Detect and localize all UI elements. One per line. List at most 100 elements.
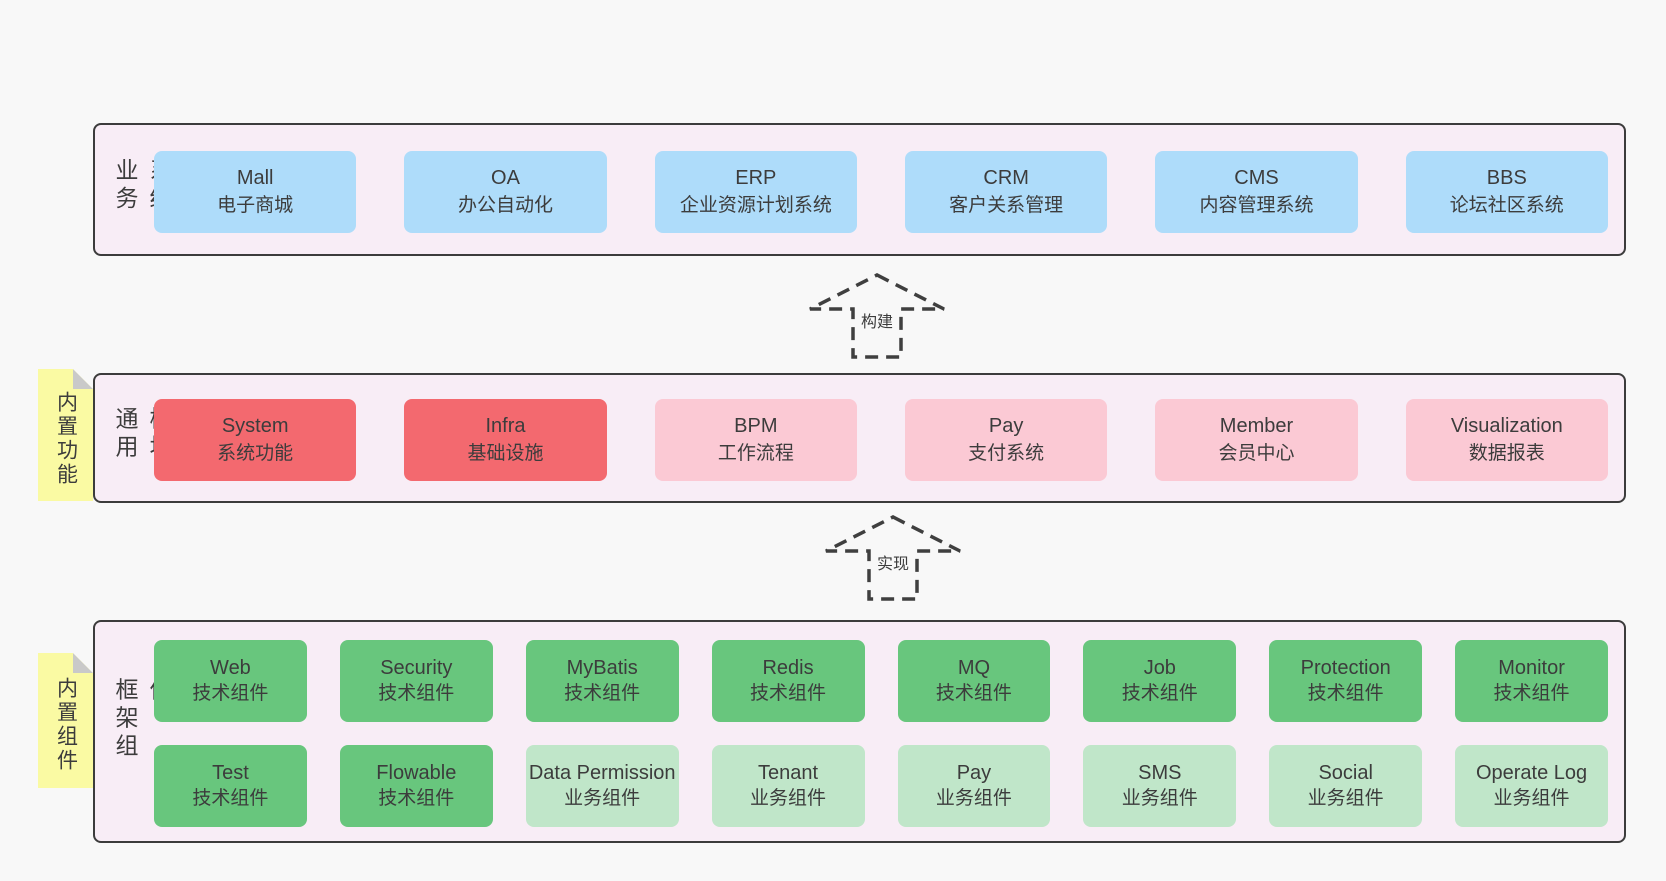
box-subtitle: 业务组件 (935, 788, 1012, 809)
box-subtitle: 系统功能 (217, 443, 294, 464)
box-title: MQ (957, 657, 991, 679)
box-title: Web (210, 657, 251, 679)
box-tenant: Tenant 业务组件 (711, 745, 865, 827)
box-subtitle: 技术组件 (192, 788, 269, 809)
box-pay: Pay 支付系统 (904, 399, 1108, 481)
box-subtitle: 内容管理系统 (1199, 195, 1314, 216)
box-row: System 系统功能 Infra 基础设施 BPM 工作流程 Pay 支付系统 Member 会… (154, 399, 1608, 481)
box-title: Pay (988, 415, 1024, 437)
arrow-label: 实现 (872, 550, 914, 574)
box-title: ERP (735, 167, 777, 189)
box-bpm: BPM 工作流程 (654, 399, 857, 481)
box-job: Job 技术组件 (1083, 640, 1237, 722)
box-title: Redis (762, 657, 814, 679)
box-title: Security (380, 657, 453, 679)
box-title: Flowable (376, 762, 457, 784)
box-title: System (221, 415, 289, 437)
box-title: Infra (485, 415, 526, 437)
box-title: Test (212, 762, 249, 784)
box-crm: CRM 客户关系管理 (904, 151, 1108, 233)
box-sms: SMS 业务组件 (1083, 745, 1237, 827)
arrow-label: 构建 (856, 308, 898, 332)
box-visualization: Visualization 数据报表 (1405, 399, 1608, 481)
folded-corner-icon (73, 369, 93, 389)
box-subtitle: 工作流程 (717, 443, 794, 464)
box-subtitle: 基础设施 (467, 443, 544, 464)
box-title: Data Permission (528, 762, 676, 784)
box-rows: System 系统功能 Infra 基础设施 BPM 工作流程 Pay 支付系统 Member 会… (154, 375, 1608, 501)
box-title: Member (1219, 415, 1294, 437)
up-arrow-icon (825, 515, 961, 601)
up-arrow-icon (809, 273, 945, 359)
sticky-tab-label: 内置组件 (54, 676, 78, 773)
box-subtitle: 支付系统 (968, 443, 1045, 464)
panel-common-modules: 通用模块 System系统功能Infra基础设施BPM工作流程Pay支付系统Me… (93, 373, 1626, 503)
box-title: Mall (236, 167, 274, 189)
implement-arrow: 实现 (823, 514, 963, 602)
box-subtitle: 论坛社区系统 (1449, 195, 1564, 216)
box-title: SMS (1138, 762, 1182, 784)
box-title: Visualization (1450, 415, 1563, 437)
box-subtitle: 客户关系管理 (949, 195, 1064, 216)
box-subtitle: 技术组件 (378, 788, 455, 809)
box-subtitle: 办公自动化 (457, 195, 553, 216)
box-subtitle: 技术组件 (192, 683, 269, 704)
sticky-tab-builtin-components: 内置组件 (38, 653, 93, 788)
box-oa: OA 办公自动化 (404, 151, 607, 233)
box-subtitle: 业务组件 (1493, 788, 1570, 809)
box-subtitle: 技术组件 (1493, 683, 1570, 704)
folded-corner-icon (73, 653, 93, 673)
box-title: Job (1143, 657, 1176, 679)
box-subtitle: 业务组件 (750, 788, 827, 809)
box-cms: CMS 内容管理系统 (1155, 151, 1358, 233)
box-flowable: Flowable 技术组件 (339, 745, 493, 827)
box-bbs: BBS 论坛社区系统 (1405, 151, 1608, 233)
box-subtitle: 业务组件 (1307, 788, 1384, 809)
box-title: CRM (983, 167, 1029, 189)
sticky-tab-label: 内置功能 (54, 390, 78, 487)
box-title: BPM (734, 415, 778, 437)
box-title: OA (491, 167, 520, 189)
box-title: BBS (1486, 167, 1527, 189)
box-subtitle: 电子商城 (217, 195, 294, 216)
box-pay: Pay 业务组件 (897, 745, 1051, 827)
box-mq: MQ 技术组件 (897, 640, 1051, 722)
sticky-tab-builtin-features: 内置功能 (38, 369, 93, 501)
box-redis: Redis 技术组件 (711, 640, 865, 722)
box-subtitle: 数据报表 (1468, 443, 1545, 464)
box-subtitle: 技术组件 (750, 683, 827, 704)
box-subtitle: 技术组件 (935, 683, 1012, 704)
box-member: Member 会员中心 (1155, 399, 1358, 481)
box-title: Tenant (758, 762, 819, 784)
box-system: System 系统功能 (154, 399, 357, 481)
box-title: CMS (1234, 167, 1279, 189)
panel-framework-components: 框架组件 Web技术组件Security技术组件MyBatis技术组件Redis… (93, 620, 1626, 843)
box-subtitle: 技术组件 (1121, 683, 1198, 704)
box-operate-log: Operate Log 业务组件 (1455, 745, 1608, 827)
box-infra: Infra 基础设施 (404, 399, 607, 481)
box-web: Web 技术组件 (154, 640, 307, 722)
box-subtitle: 业务组件 (1121, 788, 1198, 809)
box-subtitle: 技术组件 (564, 683, 641, 704)
panel-business-systems: 业务系统 Mall电子商城OA办公自动化ERP企业资源计划系统CRM客户关系管理… (93, 123, 1626, 256)
box-subtitle: 技术组件 (1307, 683, 1384, 704)
build-arrow: 构建 (807, 272, 947, 360)
box-title: Operate Log (1475, 762, 1588, 784)
box-title: Pay (956, 762, 992, 784)
box-social: Social 业务组件 (1269, 745, 1423, 827)
box-subtitle: 会员中心 (1218, 443, 1295, 464)
box-test: Test 技术组件 (154, 745, 307, 827)
box-title: Social (1318, 762, 1373, 784)
